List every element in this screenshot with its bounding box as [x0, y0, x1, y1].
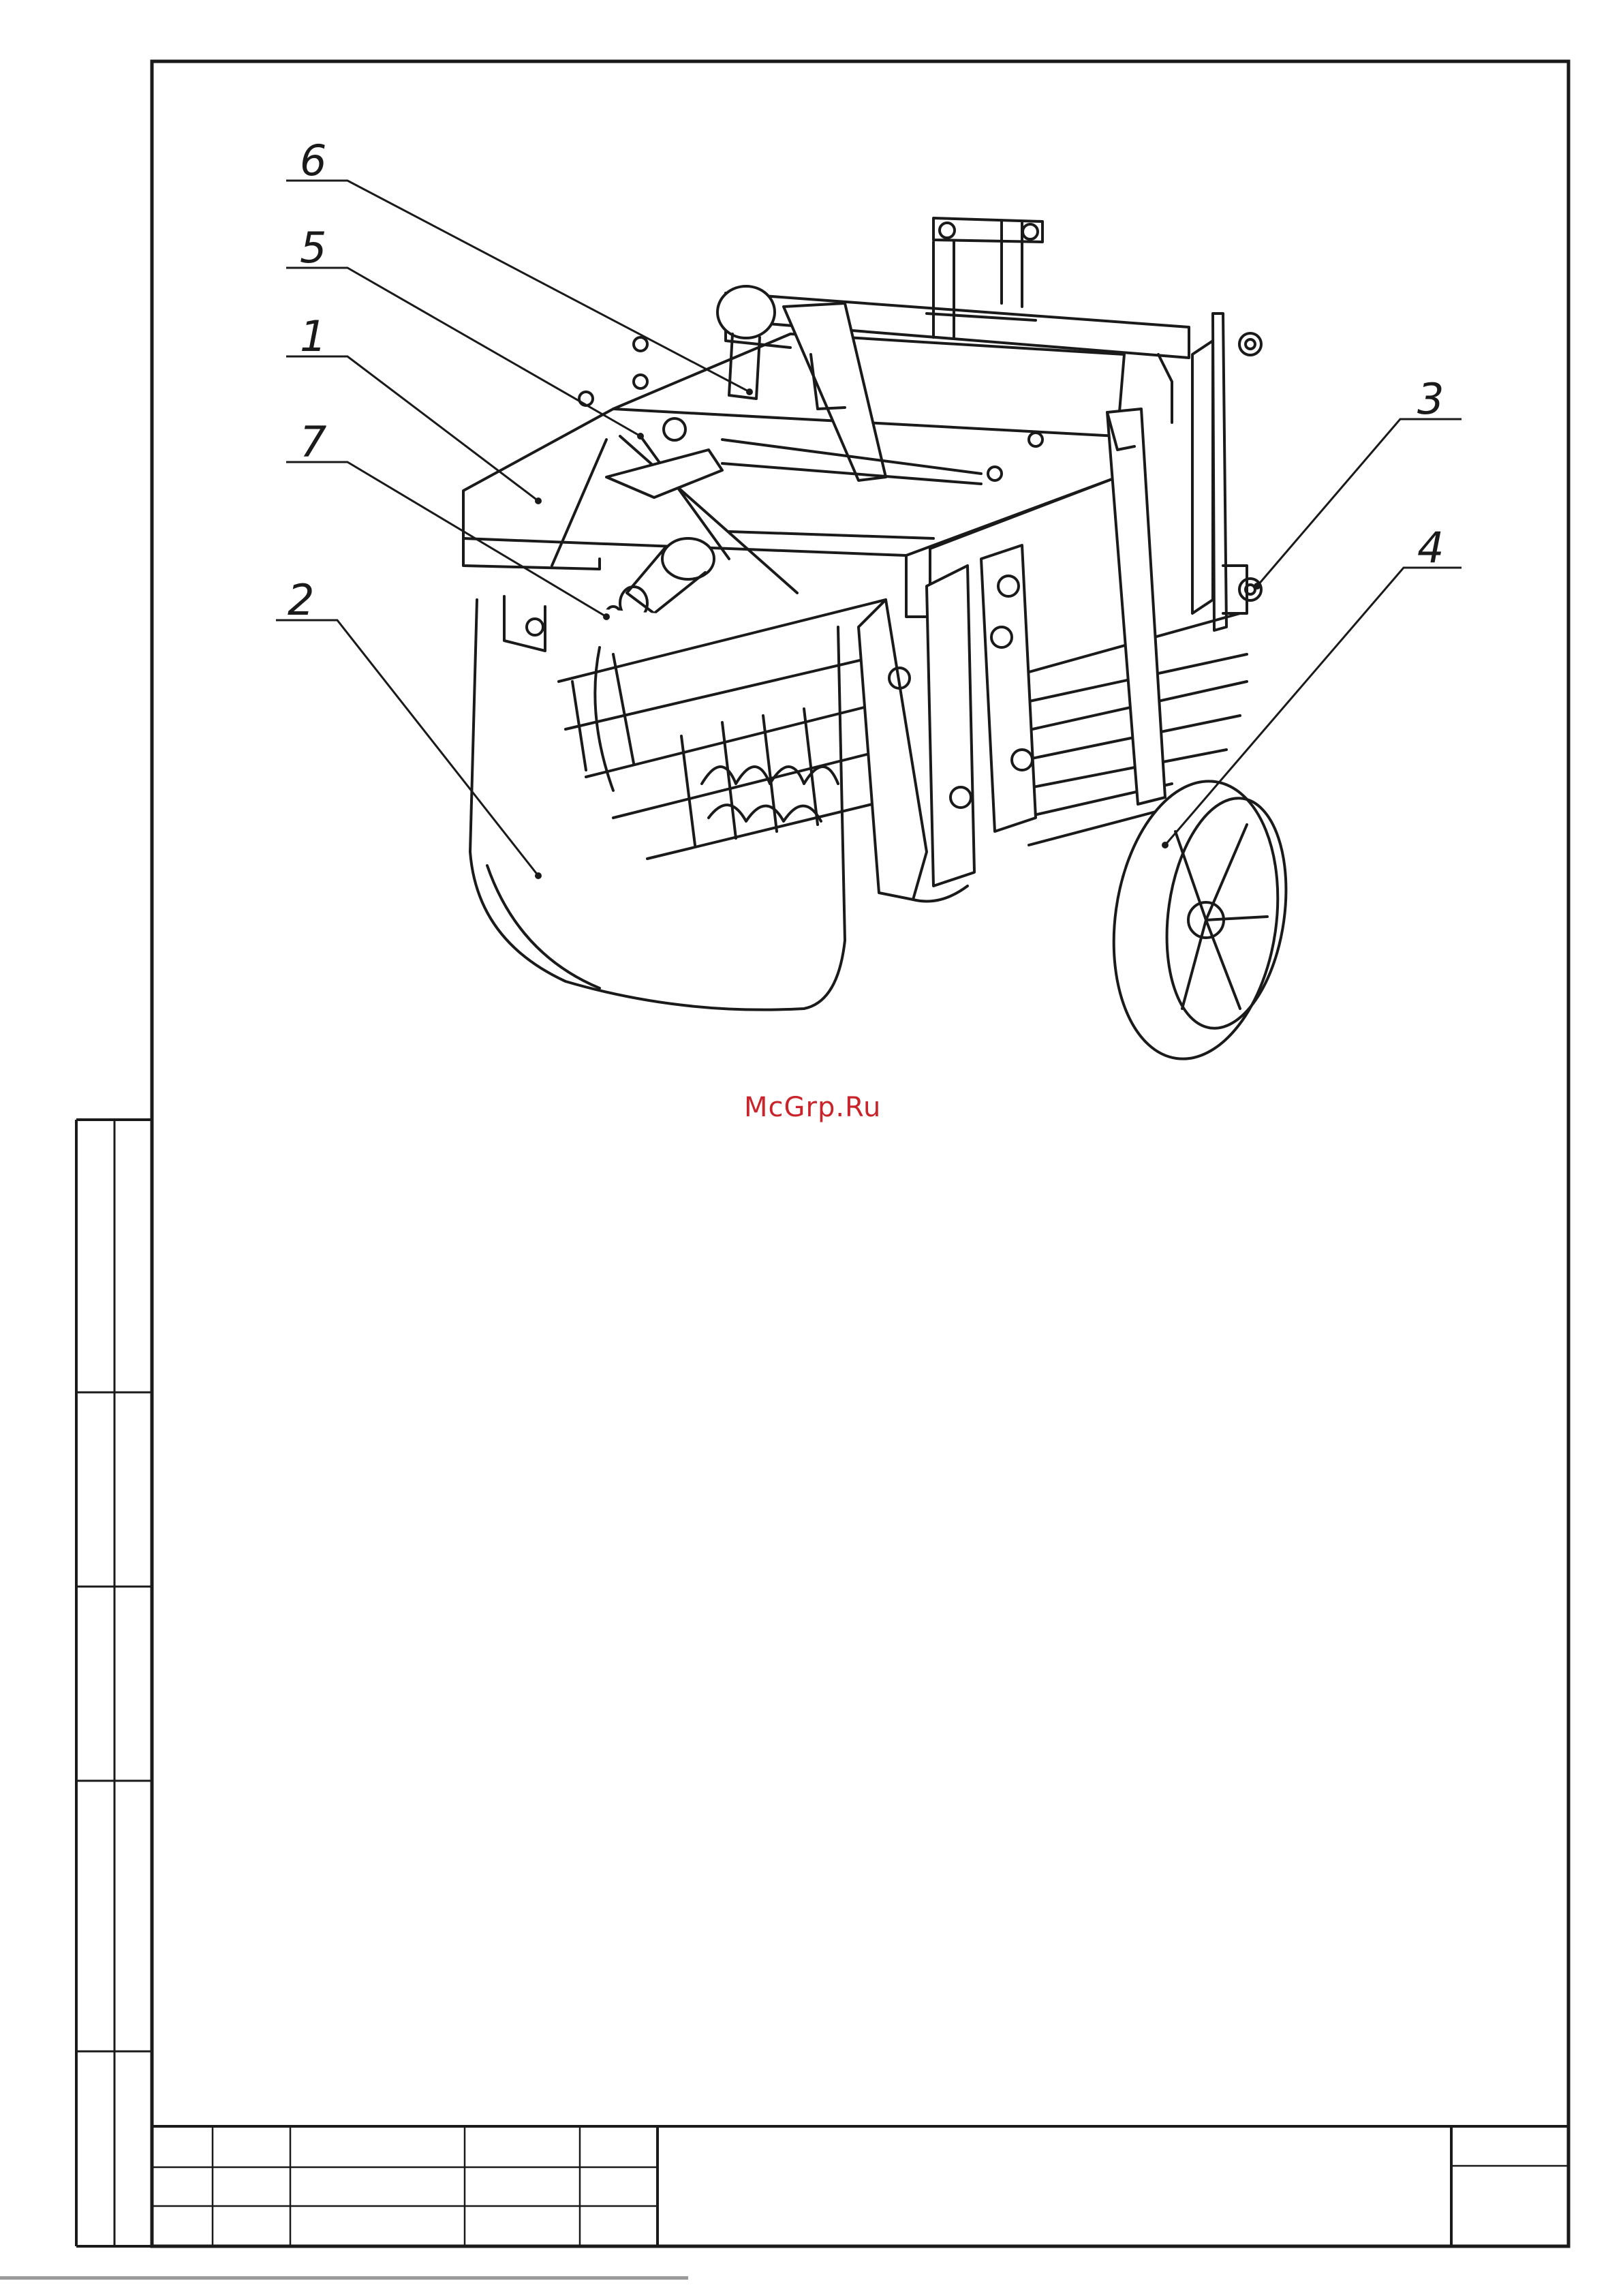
callout-2: 2: [288, 579, 314, 622]
watermark: McGrp.Ru: [744, 1092, 881, 1123]
callout-3: 3: [1417, 378, 1444, 420]
page-bottom-rule: [0, 2276, 688, 2280]
right-side-plate: [1192, 313, 1261, 630]
callout-7: 7: [300, 421, 326, 463]
callout-1: 1: [300, 316, 326, 358]
share-blade: [470, 596, 845, 1010]
drive-shaft-assembly: [606, 538, 714, 620]
middle-side-plate: [859, 545, 1036, 902]
callout-6: 6: [300, 140, 326, 182]
callout-4: 4: [1417, 527, 1444, 569]
callout-5: 5: [300, 227, 326, 269]
front-frame: [463, 334, 1124, 617]
potato-digger-drawing: [463, 218, 1300, 1069]
